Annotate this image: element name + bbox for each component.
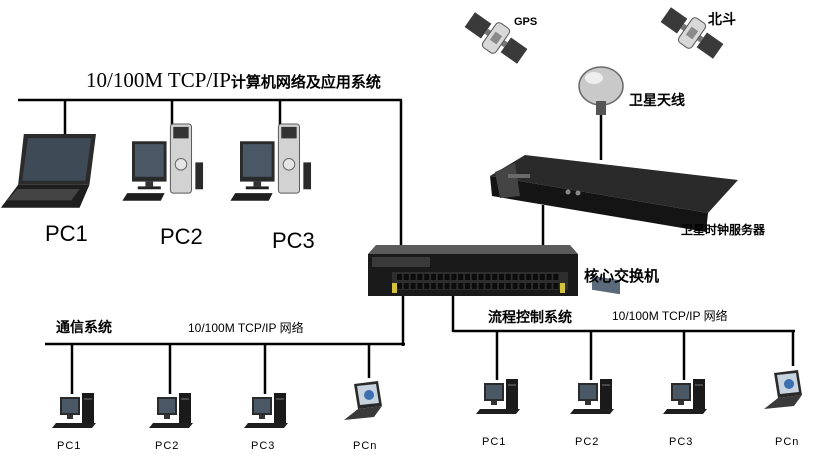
- switch-port: [410, 283, 416, 289]
- flow-system-title: 流程控制系统: [488, 309, 572, 325]
- switch-port: [397, 274, 402, 280]
- flow-pc3-label: PC3: [669, 436, 694, 448]
- switch-port: [492, 283, 498, 289]
- beidou-label: 北斗: [708, 11, 736, 27]
- flow-pc2-icon: [570, 379, 614, 414]
- switch-port: [478, 274, 484, 280]
- switch-port: [403, 283, 409, 289]
- switch-port: [526, 274, 532, 280]
- comm-pc3-label: PC3: [251, 440, 276, 452]
- top-pc1-label: PC1: [45, 221, 88, 246]
- comm-pc2-icon: [149, 393, 193, 428]
- switch-port: [533, 274, 538, 280]
- top-pc3-label: PC3: [272, 228, 315, 253]
- switch-port: [424, 283, 430, 289]
- comm-pc3-icon: [244, 393, 288, 428]
- switch-port: [553, 274, 559, 280]
- comm-pc1-label: PC1: [57, 440, 82, 452]
- satellite-antenna-icon: [578, 66, 624, 115]
- switch-port: [424, 274, 430, 280]
- switch-port: [465, 283, 470, 289]
- switch-port: [471, 274, 477, 280]
- comm-pcn-icon: [344, 381, 382, 420]
- switch-port: [437, 283, 443, 289]
- clock-server-device: [490, 155, 738, 295]
- switch-port: [546, 283, 552, 289]
- switch-port: [492, 274, 498, 280]
- switch-port: [499, 274, 504, 280]
- beidou-satellite-icon: [660, 7, 724, 59]
- switch-port: [505, 283, 511, 289]
- flow-pc1-label: PC1: [482, 436, 507, 448]
- top-network-title: 10/100M TCP/IP计算机网络及应用系统: [86, 68, 381, 93]
- laptop-pc1-icon: [0, 134, 97, 208]
- switch-port: [465, 274, 470, 280]
- switch-port: [431, 283, 436, 289]
- flow-pc2-label: PC2: [575, 436, 600, 448]
- core-switch-device: [368, 245, 578, 296]
- switch-label: 核心交换机: [584, 268, 660, 285]
- desktop-pc3-icon: [230, 123, 312, 201]
- switch-port: [553, 283, 559, 289]
- comm-pcn-label: PCn: [353, 440, 378, 452]
- switch-port: [458, 274, 464, 280]
- switch-port: [471, 283, 477, 289]
- switch-port: [437, 274, 443, 280]
- switch-port: [431, 274, 436, 280]
- switch-port: [417, 283, 423, 289]
- comm-pc1-icon: [52, 393, 96, 428]
- top-network-title-latin: 10/100M TCP/IP: [86, 68, 231, 92]
- flow-pc1-icon: [476, 379, 520, 414]
- switch-port: [512, 283, 518, 289]
- server-display: [592, 275, 620, 295]
- comm-network-label: 10/100M TCP/IP 网络: [188, 321, 304, 335]
- switch-port: [505, 274, 511, 280]
- switch-port: [519, 283, 525, 289]
- gps-satellite-icon: [464, 12, 528, 64]
- switch-port: [539, 274, 545, 280]
- switch-port: [485, 274, 491, 280]
- flow-pc3-icon: [663, 379, 707, 414]
- switch-port: [444, 283, 450, 289]
- desktop-pc2-icon: [122, 123, 204, 201]
- switch-port: [410, 274, 416, 280]
- switch-port: [451, 283, 457, 289]
- switch-port: [546, 274, 552, 280]
- switch-port: [458, 283, 464, 289]
- switch-port: [519, 274, 525, 280]
- comm-pc2-label: PC2: [155, 440, 180, 452]
- top-network-title-cn: 计算机网络及应用系统: [230, 74, 381, 91]
- switch-port: [533, 283, 538, 289]
- flow-pcn-icon: [764, 370, 802, 409]
- switch-port: [526, 283, 532, 289]
- flow-network-label: 10/100M TCP/IP 网络: [612, 309, 728, 323]
- switch-port: [539, 283, 545, 289]
- antenna-label: 卫星天线: [629, 92, 685, 108]
- switch-port: [417, 274, 423, 280]
- comm-system-title: 通信系统: [56, 319, 112, 335]
- switch-port: [512, 274, 518, 280]
- server-label: 卫星时钟服务器: [681, 223, 766, 237]
- switch-port: [478, 283, 484, 289]
- gps-label: GPS: [514, 16, 538, 28]
- switch-port: [444, 274, 450, 280]
- top-pc2-label: PC2: [160, 224, 203, 249]
- switch-port: [485, 283, 491, 289]
- switch-port: [403, 274, 409, 280]
- switch-port: [397, 283, 402, 289]
- flow-pcn-label: PCn: [775, 436, 800, 448]
- switch-port: [451, 274, 457, 280]
- switch-port: [499, 283, 504, 289]
